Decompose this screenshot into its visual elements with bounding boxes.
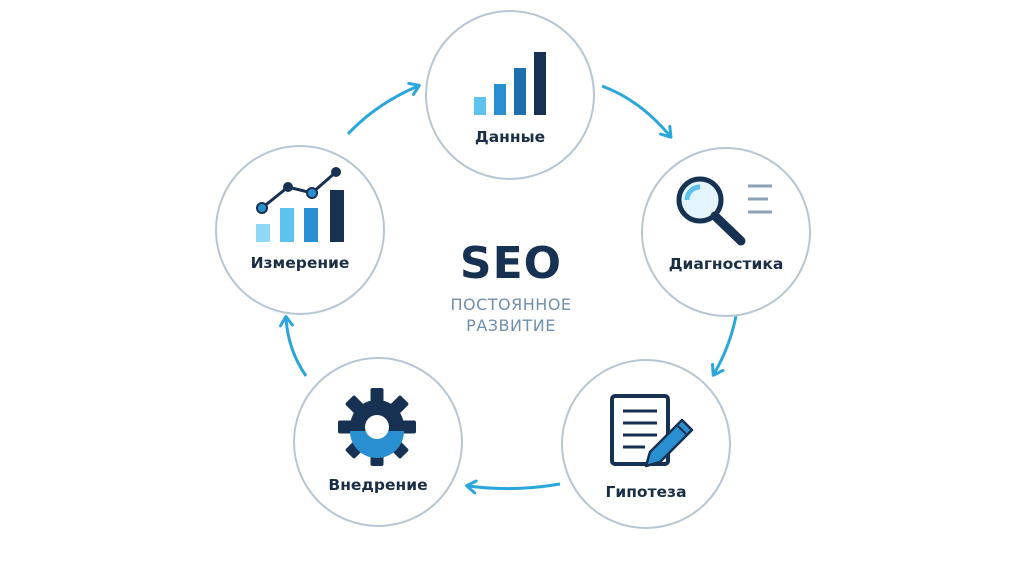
node-circle-data [425, 10, 595, 180]
arrow-hypothesis-to-implementation [465, 479, 561, 495]
center-subtitle-line1: ПОСТОЯННОЕ [450, 295, 572, 314]
gear-icon [338, 388, 416, 466]
node-label-implementation: Внедрение [328, 476, 428, 494]
center-subtitle-line2: РАЗВИТИЕ [466, 316, 556, 335]
node-label-data: Данные [474, 128, 546, 146]
node-label-hypothesis: Гипотеза [605, 483, 687, 501]
magnifier-icon [676, 176, 772, 246]
trend-chart-icon [256, 167, 344, 242]
node-circle-measurement [215, 145, 385, 315]
node-label-measurement: Измерение [250, 254, 350, 272]
bar-chart-icon [474, 52, 546, 115]
node-label-diagnostics: Диагностика [668, 255, 784, 273]
arrow-data-to-diagnostics [601, 84, 673, 139]
center-title: SEO [459, 238, 563, 289]
arrow-diagnostics-to-hypothesis [711, 315, 738, 377]
arrow-measurement-to-data [346, 81, 421, 136]
arrow-implementation-to-measurement [278, 315, 308, 377]
document-pencil-icon [610, 394, 694, 468]
